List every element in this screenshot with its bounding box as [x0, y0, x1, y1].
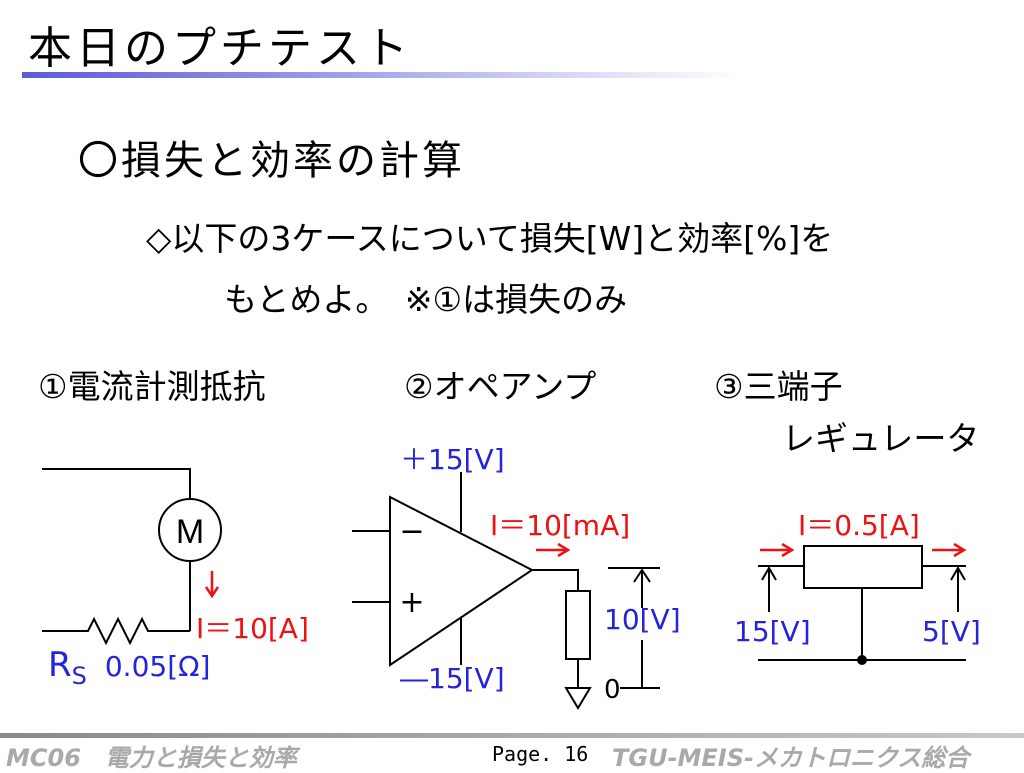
motor-symbol: M — [176, 513, 204, 551]
resistor-value: 0.05[Ω] — [104, 650, 211, 683]
circuit1-current-label: I＝10[A] — [196, 612, 309, 645]
resistor-subscript: S — [71, 662, 87, 690]
load-resistor — [565, 590, 591, 660]
case1-label: ①電流計測抵抗 — [38, 367, 266, 406]
current-arrow-3-out — [932, 542, 967, 558]
footer-page-number: Page. 16 — [492, 742, 589, 766]
heading: 〇損失と効率の計算 — [78, 138, 465, 184]
circuit3-current-label: I＝0.5[A] — [798, 509, 920, 542]
opamp-plus-input: + — [399, 585, 424, 620]
current-arrow-1 — [204, 571, 220, 599]
footer-organization: TGU-MEIS-メカトロニクス総合 — [612, 744, 970, 772]
footer-course-name: 電力と損失と効率 — [104, 744, 297, 772]
supply-negative-label: ―15[V] — [400, 662, 505, 695]
current-arrow-3-in — [760, 542, 795, 558]
regulator-box — [803, 545, 923, 589]
instruction-line-1: ◇以下の3ケースについて損失[W]と効率[%]を — [146, 219, 834, 258]
supply-positive-label: ＋15[V] — [400, 443, 505, 476]
input-voltage-label: 15[V] — [734, 615, 811, 648]
resistor-symbol: R — [48, 645, 72, 685]
footer-course-code: MC06 — [6, 744, 81, 772]
ground-label: 0 — [604, 675, 621, 705]
circuit1 — [42, 468, 222, 646]
case3-label: ③三端子 — [714, 367, 843, 406]
output-voltage-label: 10[V] — [604, 603, 681, 636]
ground-symbol — [564, 687, 592, 710]
title-underline — [22, 72, 744, 78]
resistor-label: RS 0.05[Ω] — [48, 645, 210, 690]
resistor-rs — [42, 616, 190, 646]
circuit2 — [352, 472, 660, 710]
regulator-output-voltage-label: 5[V] — [922, 615, 981, 648]
circuit3 — [758, 545, 966, 661]
footer-line — [0, 733, 1024, 738]
voltage-arrowhead — [633, 568, 651, 583]
current-arrow-2 — [536, 542, 571, 558]
footer-course: MC06 電力と損失と効率 — [6, 738, 297, 773]
case2-label: ②オペアンプ — [404, 367, 597, 406]
opamp-output-wire — [532, 569, 579, 591]
instruction-line-2: もとめよ。 ※①は損失のみ — [224, 280, 628, 319]
ground-junction — [857, 655, 867, 665]
slide-title: 本日のプチテスト — [28, 23, 412, 74]
circuit1-top-wire — [42, 468, 191, 499]
case3-label-line2: レギュレータ — [782, 419, 980, 458]
opamp-minus-input: − — [399, 514, 424, 549]
circuit2-current-label: I＝10[mA] — [490, 509, 631, 542]
